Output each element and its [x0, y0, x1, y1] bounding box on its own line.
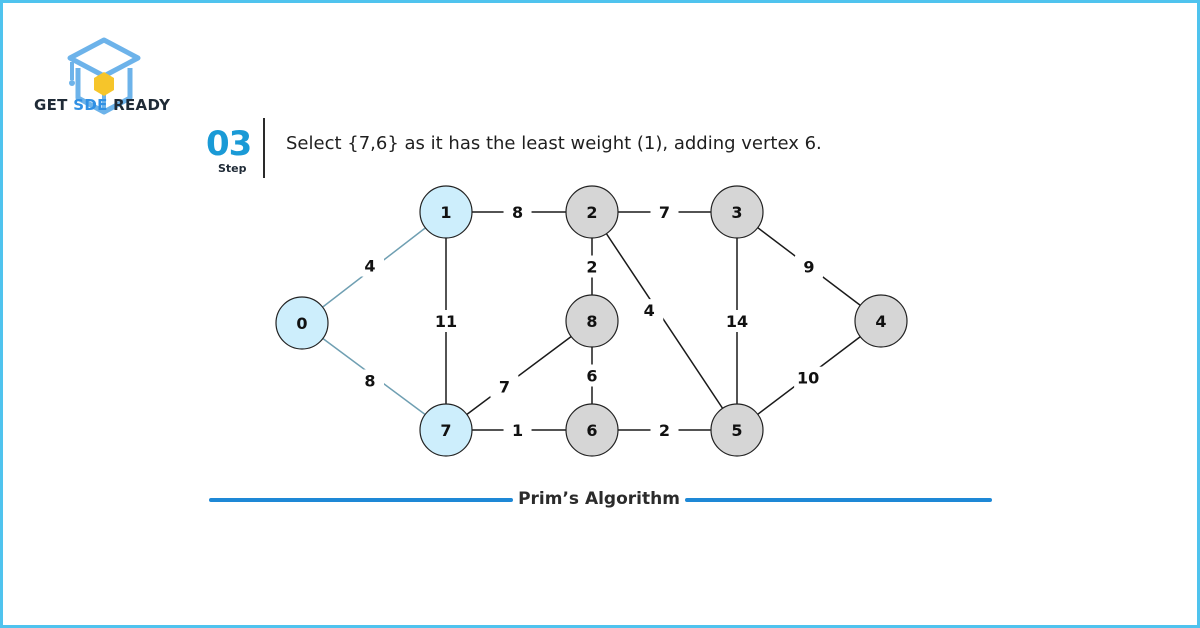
edge-weight-7-6: 1 [512, 421, 523, 440]
step-label: Step [218, 162, 247, 175]
graduation-cap-logo-icon [67, 37, 141, 115]
step-number: 03 [206, 124, 252, 164]
edge-weight-3-4: 9 [803, 258, 814, 277]
vertex-8 [565, 294, 619, 348]
edge-weight-bg-0-1 [356, 254, 384, 277]
vertex-0 [275, 296, 329, 350]
vertex-label-6: 6 [586, 421, 597, 440]
edge-2-5 [591, 211, 738, 431]
brand-wordmark: GET SDE READY [34, 96, 170, 114]
vertex-3 [710, 185, 764, 239]
vertex-7 [419, 403, 473, 457]
edge-weight-0-7: 8 [364, 372, 375, 391]
vertex-5 [710, 403, 764, 457]
caption-title: Prim’s Algorithm [518, 489, 680, 509]
edge-weight-bg-1-2 [503, 201, 532, 223]
vertex-label-0: 0 [296, 314, 307, 333]
edge-weight-bg-1-7 [432, 310, 460, 332]
edge-7-8 [445, 320, 593, 431]
brand-prefix: GET [34, 96, 74, 114]
vertex-6 [565, 403, 619, 457]
edge-weight-bg-4-5 [794, 366, 823, 389]
edge-weight-bg-3-5 [723, 310, 751, 332]
step-description: Select {7,6} as it has the least weight … [286, 133, 822, 154]
caption-line-left [209, 498, 513, 502]
edge-weight-bg-2-5 [635, 299, 664, 322]
edge-weight-1-2: 8 [512, 203, 523, 222]
step-divider [263, 118, 265, 178]
vertex-label-4: 4 [875, 312, 886, 331]
vertex-label-2: 2 [586, 203, 597, 222]
vertex-2 [565, 185, 619, 239]
vertex-label-8: 8 [586, 312, 597, 331]
brand-accent: SDE [73, 96, 108, 114]
vertex-label-3: 3 [731, 203, 742, 222]
vertex-label-5: 5 [731, 421, 742, 440]
brand-suffix: READY [107, 96, 171, 114]
vertex-label-1: 1 [440, 203, 451, 222]
edge-weight-2-5: 4 [644, 301, 655, 320]
edge-weight-2-8: 2 [586, 258, 597, 277]
edge-weight-7-8: 7 [499, 377, 510, 396]
edge-weight-bg-2-8 [578, 255, 606, 278]
edge-weight-8-6: 6 [586, 367, 597, 386]
edge-weight-1-7: 11 [435, 312, 457, 331]
step-indicator: 03 Step [206, 124, 266, 180]
vertex-1 [419, 185, 473, 239]
edge-weight-bg-8-6 [578, 364, 606, 387]
vertex-label-7: 7 [440, 421, 451, 440]
edge-weight-bg-0-7 [356, 369, 384, 392]
edge-weight-bg-3-4 [795, 255, 823, 278]
edge-weight-3-5: 14 [726, 312, 748, 331]
edge-weight-2-3: 7 [659, 203, 670, 222]
edge-weight-6-5: 2 [659, 421, 670, 440]
edge-weight-bg-7-6 [503, 419, 532, 441]
edge-weight-4-5: 10 [797, 369, 819, 388]
caption-line-right [685, 498, 992, 502]
vertex-4 [854, 294, 908, 348]
edge-weight-bg-6-5 [650, 419, 679, 441]
edge-weight-bg-7-8 [490, 375, 519, 398]
edge-weight-bg-2-3 [650, 201, 679, 223]
edge-weight-0-1: 4 [364, 257, 375, 276]
